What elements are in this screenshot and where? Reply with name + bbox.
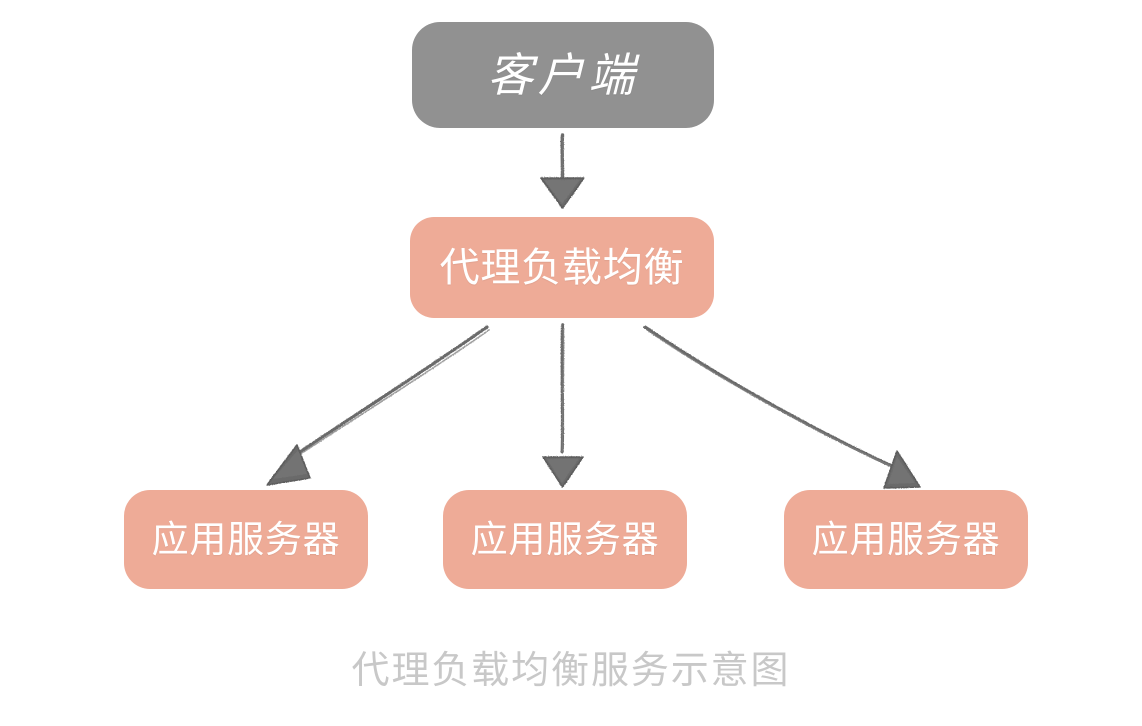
arrow-loadbalancer-to-appserver-3 — [643, 325, 921, 489]
arrow-loadbalancer-to-appserver-1 — [266, 325, 490, 486]
node-load-balancer[interactable]: 代理负载均衡 — [410, 217, 714, 318]
arrow-client-to-loadbalancer — [540, 133, 585, 209]
node-client[interactable]: 客户端 — [412, 22, 714, 128]
node-app-server-3[interactable]: 应用服务器 — [784, 490, 1028, 589]
node-client-label: 客户端 — [487, 48, 639, 102]
node-app-server-1-label: 应用服务器 — [151, 518, 341, 561]
node-app-server-1[interactable]: 应用服务器 — [124, 490, 368, 589]
node-app-server-2[interactable]: 应用服务器 — [443, 490, 687, 589]
diagram-caption: 代理负载均衡服务示意图 — [351, 648, 791, 692]
node-app-server-3-label: 应用服务器 — [811, 518, 1001, 561]
arrow-loadbalancer-to-appserver-2 — [542, 323, 584, 488]
node-app-server-2-label: 应用服务器 — [470, 518, 660, 561]
node-load-balancer-label: 代理负载均衡 — [439, 244, 685, 291]
